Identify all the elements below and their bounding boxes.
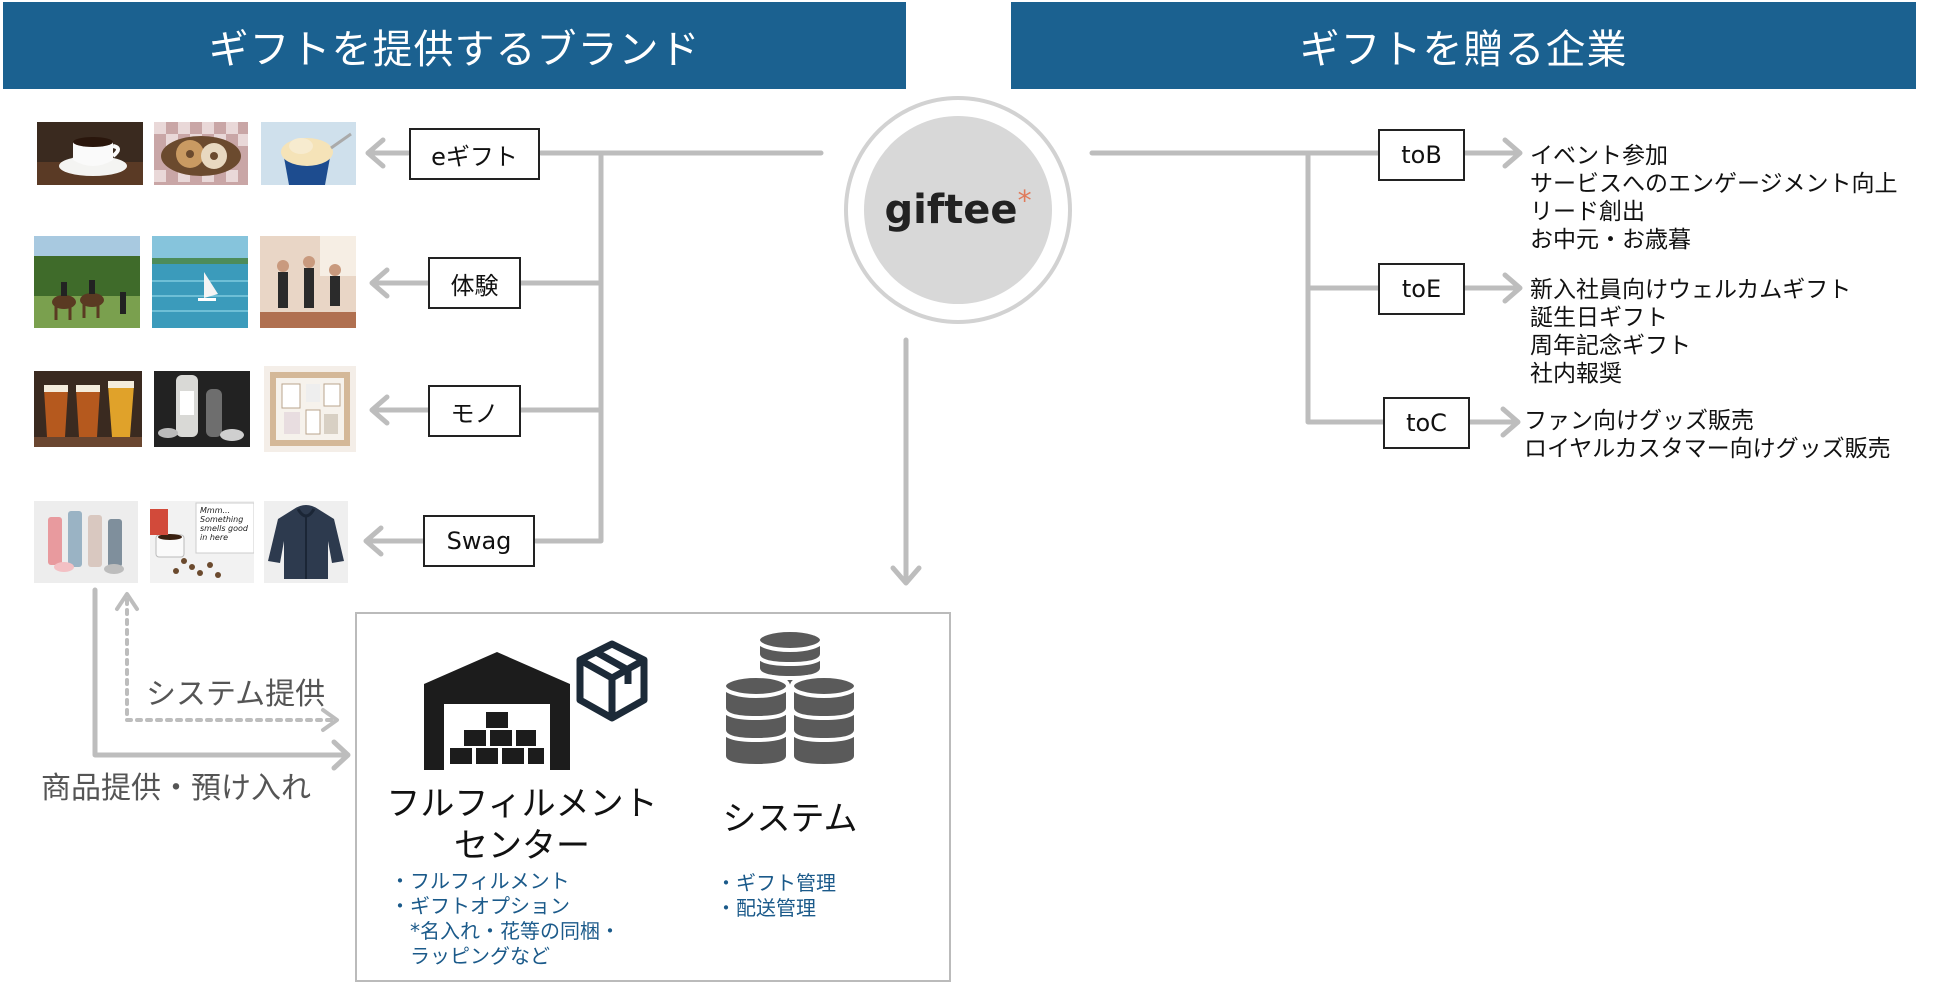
arrow-system-head-right — [321, 708, 339, 732]
arrow-tob — [1462, 137, 1523, 169]
toe-use-item: 社内報奨 — [1530, 361, 1622, 387]
system-feature-list: ・ギフト管理 ・配送管理 — [716, 871, 836, 921]
category-goods: モノ — [428, 385, 521, 437]
fulfillment-feature-item: *名入れ・花等の同梱・ — [390, 919, 620, 943]
brands-header-title: ギフトを提供するブランド — [208, 26, 701, 73]
system-feature-item: ・配送管理 — [716, 896, 816, 920]
toc-use-item: ロイヤルカスタマー向けグッズ販売 — [1524, 436, 1891, 462]
segment-toe-label: toE — [1401, 275, 1442, 303]
toe-use-item: 誕生日ギフト — [1530, 305, 1668, 331]
fulfillment-feature-item: ラッピングなど — [390, 944, 550, 968]
photo-coffee — [37, 122, 143, 185]
segment-toc-label: toC — [1406, 409, 1447, 437]
tob-use-item: お中元・お歳暮 — [1530, 227, 1691, 253]
tob-use-item: イベント参加 — [1530, 143, 1668, 169]
giftee-logo: giftee * — [844, 96, 1072, 324]
companies-header-title: ギフトを贈る企業 — [1299, 26, 1628, 73]
arrow-toe — [1462, 272, 1523, 304]
photo-gift-box — [264, 366, 356, 452]
toe-use-item: 新入社員向けウェルカムギフト — [1530, 277, 1852, 303]
fulfillment-feature-item: ・ギフトオプション — [390, 894, 570, 918]
photo-swag-mug: Mmm... Something smells good in here — [150, 501, 254, 583]
system-provision-label: システム提供 — [146, 677, 326, 712]
fulfillment-title-line2: センター — [454, 826, 590, 866]
arrow-toc — [1467, 406, 1521, 438]
photo-craft-beer — [34, 371, 142, 447]
goods-provision-label: 商品提供・預け入れ — [41, 771, 311, 806]
fulfillment-title-line1: フルフィルメント — [386, 784, 658, 824]
toe-use-item: 周年記念ギフト — [1530, 333, 1691, 359]
segment-toc: toC — [1383, 397, 1470, 449]
right-trunk-line — [1089, 150, 1386, 425]
left-trunk-line — [518, 150, 824, 544]
fulfillment-title: フルフィルメント センター — [384, 783, 660, 867]
fulfillment-feature-item: ・フルフィルメント — [390, 869, 570, 893]
segment-tob: toB — [1378, 129, 1465, 181]
toc-use-item: ファン向けグッズ販売 — [1524, 408, 1754, 434]
arrow-system-head-up — [115, 592, 139, 611]
photo-hoodie — [264, 501, 348, 583]
segment-tob-label: toB — [1401, 141, 1442, 169]
giftee-asterisk: * — [1017, 183, 1032, 217]
arrow-goods — [369, 394, 431, 426]
giftee-wordmark: giftee — [884, 187, 1018, 233]
toe-use-list: 新入社員向けウェルカムギフト 誕生日ギフト 周年記念ギフト 社内報奨 — [1530, 276, 1851, 388]
arrow-swag — [363, 525, 426, 557]
category-egift: eギフト — [409, 128, 540, 180]
segment-toe: toE — [1378, 263, 1465, 315]
category-swag-label: Swag — [446, 527, 512, 555]
category-experience: 体験 — [428, 257, 521, 309]
brands-header: ギフトを提供するブランド — [3, 2, 906, 89]
package-icon — [576, 640, 648, 722]
system-title: システム — [722, 799, 858, 839]
category-experience-label: 体験 — [450, 271, 499, 300]
arrow-egift — [365, 137, 411, 169]
warehouse-icon — [424, 652, 570, 770]
photo-sake — [154, 371, 250, 447]
system-feature-item: ・ギフト管理 — [716, 871, 836, 895]
tob-use-item: サービスへのエンゲージメント向上 — [1530, 171, 1898, 197]
photo-yoga-class — [260, 236, 356, 328]
photo-donuts — [154, 122, 248, 185]
arrow-down-center — [890, 337, 922, 586]
fulfillment-feature-list: ・フルフィルメント ・ギフトオプション *名入れ・花等の同梱・ ラッピングなど — [390, 869, 620, 969]
giftee-logo-inner: giftee * — [864, 116, 1052, 304]
tob-use-list: イベント参加 サービスへのエンゲージメント向上 リード創出 お中元・お歳暮 — [1530, 142, 1898, 254]
photo-windsurf — [152, 236, 248, 328]
category-goods-label: モノ — [450, 399, 499, 428]
category-egift-label: eギフト — [431, 142, 518, 171]
companies-header: ギフトを贈る企業 — [1011, 2, 1916, 89]
photo-icecream — [261, 122, 356, 185]
arrow-experience — [369, 267, 431, 299]
photo-horse-riding — [34, 236, 140, 328]
database-icon — [722, 630, 858, 769]
toc-use-list: ファン向けグッズ販売 ロイヤルカスタマー向けグッズ販売 — [1524, 407, 1891, 463]
arrow-system-dotted — [125, 598, 338, 722]
category-swag: Swag — [423, 515, 535, 567]
tob-use-item: リード創出 — [1530, 199, 1645, 225]
arrow-goods-supply — [92, 587, 351, 771]
photo-tumblers — [34, 501, 138, 583]
swag-mug-caption: Mmm... Something smells good in here — [200, 506, 248, 542]
